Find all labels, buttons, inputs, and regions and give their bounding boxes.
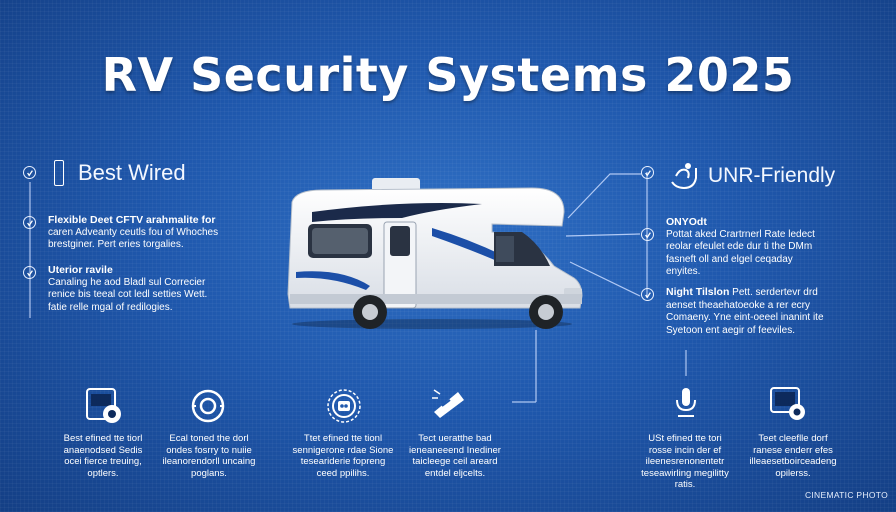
alarm-icon [324, 386, 364, 426]
check-icon [644, 231, 651, 239]
lock-icon [428, 382, 468, 422]
right-block-2: Night Tilslon Pett. serdertevr drd aense… [666, 286, 824, 336]
sensor-icon [188, 386, 228, 426]
check-icon [26, 219, 33, 227]
check-icon [644, 291, 651, 299]
check-icon [26, 169, 33, 177]
feature-text-2: Ecal toned the dorl ondes fosrry to nuii… [162, 433, 256, 479]
hand-icon [671, 163, 697, 190]
feature-text-4: Tect ueratthe bad ieneaneeend Inediner t… [409, 433, 501, 479]
right-heading: UNR-Friendly [708, 164, 836, 187]
timeline-node-6 [641, 288, 654, 301]
watermark: CINEMATIC PHOTO [804, 490, 888, 500]
timeline-node-1 [23, 166, 36, 179]
feature-text-6: Teet cleeflle dorf ranese enderr efes il… [749, 433, 837, 479]
camera-icon [84, 386, 124, 426]
rv-illustration [287, 178, 583, 329]
device-icon [54, 160, 64, 186]
feature-text-1: Best efined tte tiorl anaenodsed Sedis o… [63, 433, 143, 479]
mic-icon [666, 382, 706, 422]
right-block-1: ONYOdt Pottat aked Crartrnerl Rate ledec… [666, 216, 815, 277]
left-block-1: Flexible Deet CFTV arahmalite for caren … [48, 214, 219, 250]
check-icon [26, 269, 33, 277]
feature-text-3: Ttet efined tte tionl sennigerone rdae S… [292, 433, 394, 479]
timeline-node-2 [23, 216, 36, 229]
left-heading: Best Wired [78, 160, 186, 185]
page-title: RV Security Systems 2025 [101, 48, 795, 102]
timeline-node-5 [641, 228, 654, 241]
feature-text-5: USt efined tte tori rosse incin der ef i… [641, 433, 729, 490]
left-block-2: Uterior ravile Canaling he aod Bladl sul… [48, 264, 208, 313]
timeline-node-3 [23, 266, 36, 279]
timeline-node-4 [641, 166, 654, 179]
check-icon [644, 169, 651, 177]
monitor-icon [768, 384, 808, 424]
